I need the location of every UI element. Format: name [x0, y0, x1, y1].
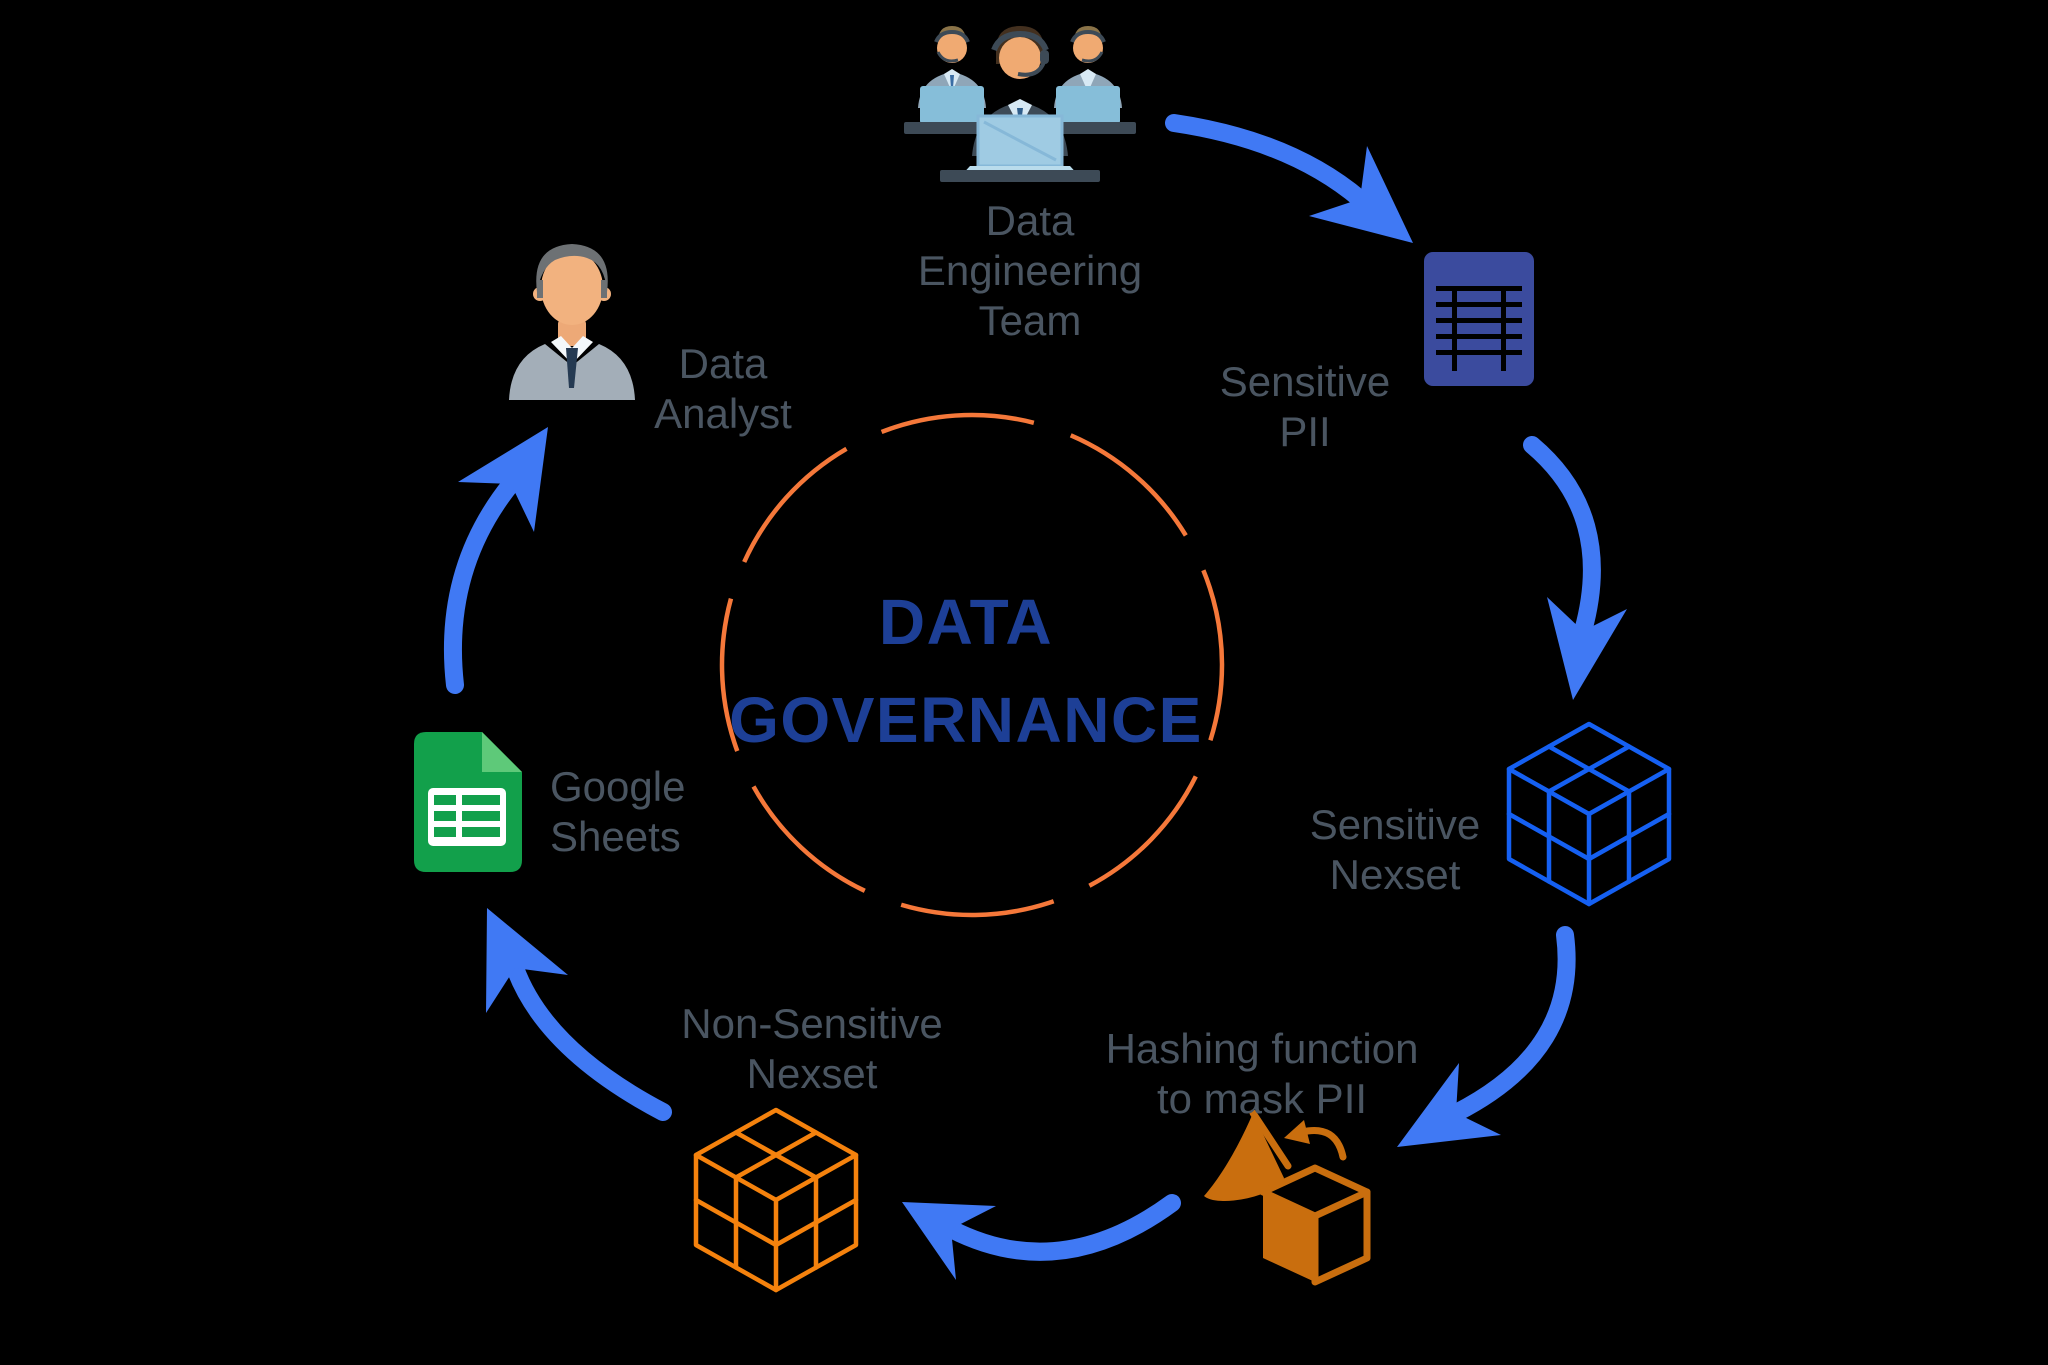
arrow-pii-to-nexset	[1523, 436, 1627, 700]
hashing-shapes-icon	[1204, 1109, 1371, 1286]
arrow-nonsensitive-to-sheets	[486, 908, 672, 1121]
arrow-team-to-pii	[1165, 114, 1413, 243]
wireframe-cube-blue-icon	[1506, 721, 1672, 907]
team-label: Data Engineering Team	[917, 197, 1143, 344]
hashing-label: Hashing function to mask PII	[1105, 1025, 1419, 1122]
arrow-hashing-to-nonsensitive	[902, 1194, 1181, 1280]
sensitive-nexset-label: Sensitive Nexset	[1309, 801, 1481, 898]
data-table-icon	[1424, 252, 1534, 386]
diagram-title-line2: GOVERNANCE	[729, 684, 1203, 756]
arrow-sheets-to-analyst	[443, 427, 548, 694]
google-sheets-label: Google Sheets	[550, 763, 686, 860]
arrow-nexset-to-hashing	[1397, 926, 1576, 1147]
wireframe-cube-orange-icon	[693, 1107, 859, 1293]
google-sheets-icon	[414, 732, 522, 872]
analyst-person-icon	[509, 244, 635, 400]
diagram-title-line1: DATA	[878, 586, 1054, 658]
non-sensitive-nexset-label: Non-Sensitive Nexset	[681, 1000, 943, 1097]
data-analyst-label: Data Analyst	[654, 340, 792, 437]
diagram-title: DATA GOVERNANCE	[616, 573, 1316, 769]
sensitive-pii-label: Sensitive PII	[1219, 358, 1391, 455]
engineering-team-icon	[904, 26, 1136, 182]
